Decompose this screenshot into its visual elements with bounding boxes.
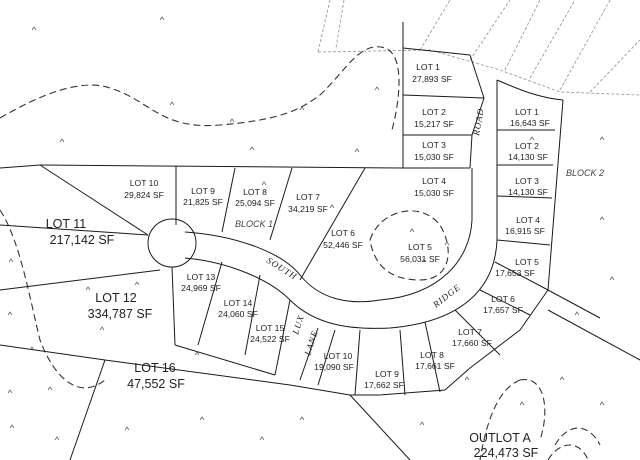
lot-area: 15,030 SF (414, 152, 454, 162)
lot-area: 16,643 SF (510, 118, 550, 128)
lot-label: LOT 9 (191, 186, 215, 196)
lot-area: 25,094 SF (235, 198, 275, 208)
road-labels: SOUTH RIDGE ROAD LUX LANE (265, 107, 486, 358)
lot-label: LOT 15 (256, 323, 285, 333)
lot-label: LOT 2 (422, 107, 446, 117)
road-label-ridge: RIDGE (430, 282, 462, 310)
lot-label: LOT 3 (515, 176, 539, 186)
road-label-lux: LUX (290, 313, 306, 336)
lot-area: 17,662 SF (364, 380, 404, 390)
lot-label: LOT 11 (46, 217, 87, 231)
lot-label: OUTLOT A (469, 431, 531, 445)
block-label: BLOCK 1 (235, 219, 273, 229)
lot-area: 16,915 SF (505, 226, 545, 236)
lot-label: LOT 3 (422, 140, 446, 150)
lot-label: LOT 6 (331, 228, 355, 238)
lot-area: 27,893 SF (412, 74, 452, 84)
lot-area: 217,142 SF (50, 233, 115, 247)
lot-label: LOT 5 (515, 257, 539, 267)
lot-area: 19,090 SF (314, 362, 354, 372)
adjacent-parcels (317, 0, 640, 96)
lot-area: 17,660 SF (452, 338, 492, 348)
vegetation-symbols (7, 16, 615, 441)
lot-boundaries (0, 22, 640, 460)
lot-label: LOT 12 (95, 291, 137, 305)
road-label-lane: LANE (302, 329, 320, 358)
lot-area: 14,130 SF (508, 152, 548, 162)
lot-area: 334,787 SF (88, 307, 153, 321)
road-label-road: ROAD (471, 107, 486, 137)
lot-label: LOT 1 (416, 62, 440, 72)
lot-area: 17,661 SF (415, 361, 455, 371)
lot-area: 15,030 SF (414, 188, 454, 198)
lot-area: 17,653 SF (495, 268, 535, 278)
lot-label: LOT 4 (422, 176, 446, 186)
dashed-contours (0, 46, 601, 460)
lot-label: LOT 14 (224, 298, 253, 308)
lot-area: 21,825 SF (183, 197, 223, 207)
lot-label: LOT 6 (491, 294, 515, 304)
lot-label: LOT 8 (420, 350, 444, 360)
lot-label: LOT 9 (375, 369, 399, 379)
lot-label: LOT 7 (458, 327, 482, 337)
lot-area: 17,657 SF (483, 305, 523, 315)
lot-area: 29,824 SF (124, 190, 164, 200)
lot-labels: LOT 1 27,893 SF LOT 2 15,217 SF LOT 3 15… (46, 62, 550, 460)
lot-label: LOT 1 (515, 107, 539, 117)
lot-label: LOT 5 (408, 242, 432, 252)
block-labels: BLOCK 1 BLOCK 2 (235, 168, 604, 229)
lot-label: LOT 10 (324, 351, 353, 361)
lot-label: LOT 13 (187, 272, 216, 282)
lot-area: 15,217 SF (414, 119, 454, 129)
lot-label: LOT 2 (515, 141, 539, 151)
lot-area: 24,969 SF (181, 283, 221, 293)
lot-label: LOT 16 (134, 361, 176, 375)
lot-label: LOT 8 (243, 187, 267, 197)
lot-area: 52,446 SF (323, 240, 363, 250)
lot-area: 224,473 SF (474, 446, 539, 460)
lot-area: 34,219 SF (288, 204, 328, 214)
lot-area: 56,031 SF (400, 254, 440, 264)
lot-area: 14,130 SF (508, 187, 548, 197)
block-label: BLOCK 2 (566, 168, 604, 178)
lot-label: LOT 7 (296, 192, 320, 202)
lot-label: LOT 4 (516, 215, 540, 225)
lot-area: 24,522 SF (250, 334, 290, 344)
lot-area: 24,060 SF (218, 309, 258, 319)
lot-area: 47,552 SF (127, 377, 185, 391)
lot-label: LOT 10 (130, 178, 159, 188)
